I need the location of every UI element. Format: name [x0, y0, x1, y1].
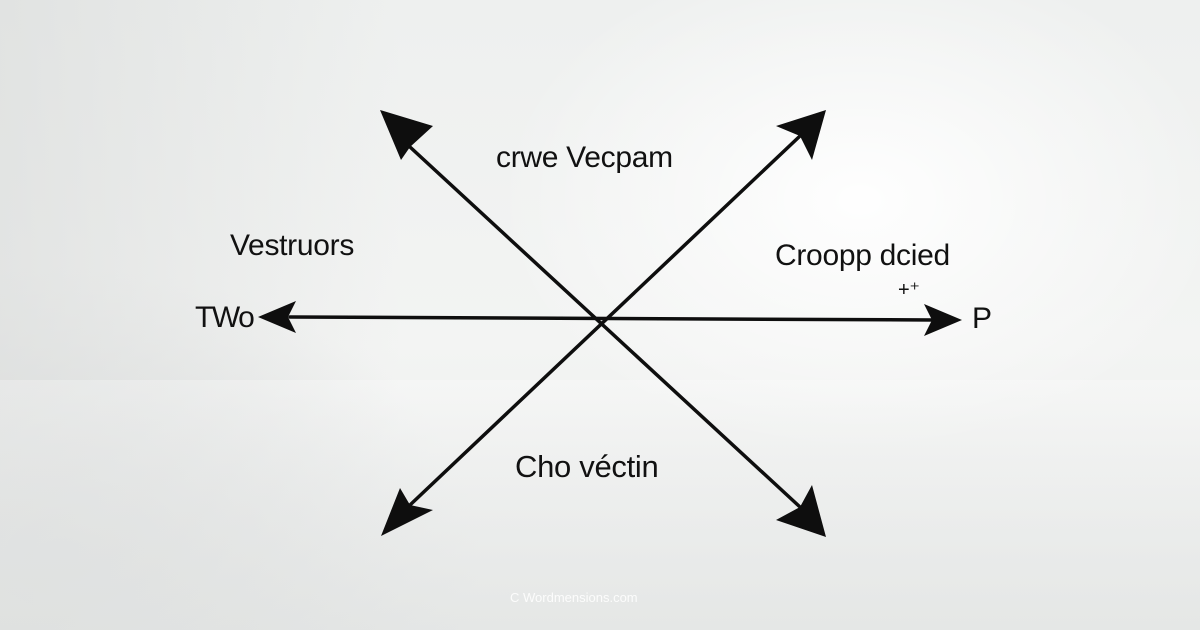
watermark: C Wordmensions.com — [510, 590, 638, 605]
arrowhead-bottom-right-icon — [776, 485, 826, 537]
label-bottom: Cho véctin — [515, 449, 659, 484]
diagonal-up-left-line — [408, 145, 802, 509]
label-left-end: TWo — [195, 301, 255, 334]
label-left: Vestruors — [230, 229, 355, 262]
arrowhead-left-icon — [258, 301, 296, 333]
label-right-end: P — [972, 302, 992, 335]
arrowhead-top-right-icon — [776, 110, 826, 160]
diagonal-up-right-line — [408, 134, 802, 507]
arrowhead-top-left-icon — [380, 110, 433, 160]
label-right: Croopp dcied — [775, 239, 950, 272]
arrowhead-bottom-left-icon — [381, 488, 433, 536]
label-top: crwe Vecpam — [496, 141, 673, 174]
label-small-mark: +⁺ — [898, 279, 920, 301]
arrowhead-right-icon — [924, 304, 962, 336]
background-floor — [0, 380, 1200, 630]
horizontal-axis-line — [288, 315, 937, 322]
